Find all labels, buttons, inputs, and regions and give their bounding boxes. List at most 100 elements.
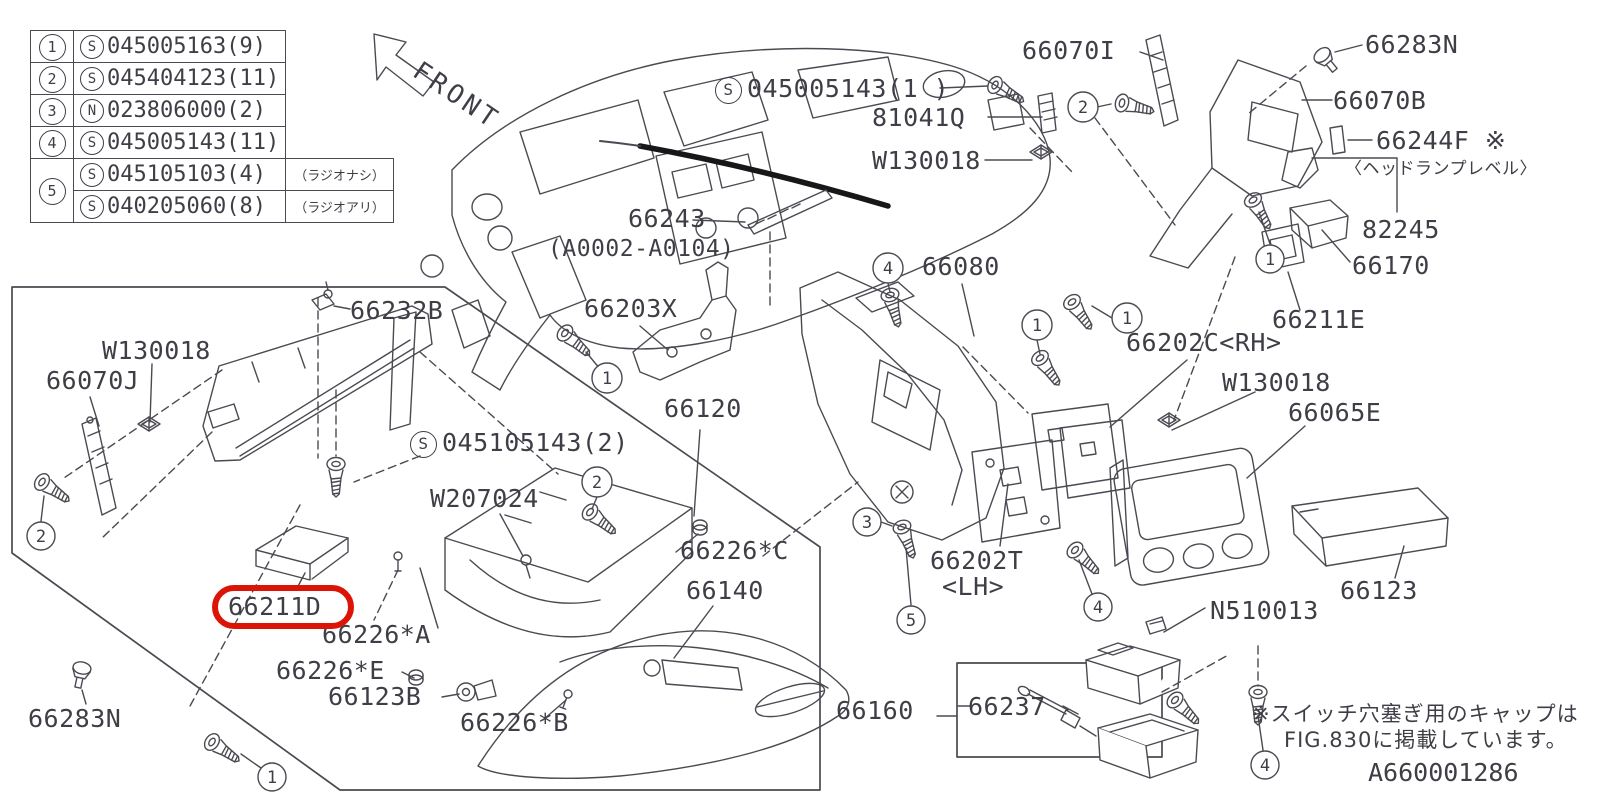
- s-prefix-badge: S: [715, 76, 742, 104]
- part-label-66070I: 66070I: [1022, 36, 1116, 65]
- part-label-66160: 66160: [836, 696, 914, 725]
- svg-text:2: 2: [1078, 98, 1088, 118]
- bezel-flange: [1109, 459, 1129, 567]
- part-label-66237: 66237: [968, 692, 1046, 721]
- part-label-66070B: 66070B: [1333, 86, 1427, 115]
- callouts: 2 4 1 2 1 1 1 3 5 4 4 1 2: [26, 91, 1285, 792]
- clip-W207024: [520, 554, 532, 579]
- bezel-66065E: [1113, 447, 1270, 586]
- front-arrow: [373, 33, 435, 97]
- svg-text:1: 1: [267, 768, 277, 788]
- svg-text:5: 5: [906, 611, 916, 631]
- callout-4a: 4: [872, 252, 904, 284]
- callout-2c: 2: [26, 521, 56, 551]
- part-label-81041Q: 81041Q: [872, 103, 966, 132]
- part-label-W130018-right: W130018: [1222, 368, 1331, 397]
- ashtray-assembly: [1017, 616, 1199, 779]
- figure-number: A660001286: [1368, 758, 1519, 787]
- part-label-66243-range: (A0002-A0104): [548, 236, 735, 262]
- box-66123: [1291, 487, 1449, 567]
- svg-text:4: 4: [883, 259, 893, 279]
- cowl-arc-tail: [599, 140, 641, 147]
- svg-text:1: 1: [1122, 309, 1132, 329]
- svg-text:1: 1: [1265, 250, 1275, 270]
- part-code: 045005143(11): [107, 130, 280, 155]
- row-number-badge: 5: [38, 177, 66, 205]
- callout-1a: 1: [591, 362, 623, 394]
- part-label-W130018-top: W130018: [872, 146, 981, 175]
- strip-66243: [747, 189, 833, 235]
- prefix-badge: S: [80, 35, 104, 59]
- callout-2b: 2: [581, 466, 613, 498]
- bracket-66202C: [1031, 403, 1131, 499]
- part-label-66080: 66080: [922, 252, 1000, 281]
- grommet-66283N-top: [1310, 43, 1343, 77]
- part-label-66202T-LH: <LH>: [942, 572, 1005, 601]
- callout-1c: 1: [1111, 302, 1143, 334]
- svg-text:1: 1: [602, 369, 612, 389]
- part-code: 045404123(11): [107, 66, 280, 91]
- grommet-66283N-bottom: [68, 659, 93, 691]
- radio-note: （ラジオナシ）: [285, 158, 394, 191]
- svg-text:3: 3: [862, 513, 872, 533]
- callout-4b: 4: [1083, 592, 1113, 622]
- row-number-badge: 4: [38, 129, 66, 157]
- part-label-66226E: 66226*E: [276, 656, 385, 685]
- part-label-82245: 82245: [1362, 215, 1440, 244]
- prefix-badge: S: [80, 67, 104, 91]
- callout-1b: 1: [1021, 309, 1053, 341]
- cowl-arc: [637, 143, 891, 209]
- part-code: 045105103(4): [107, 162, 266, 187]
- latch-assembly: [643, 659, 743, 691]
- part-label-66120: 66120: [664, 394, 742, 423]
- part-label-66243: 66243: [628, 204, 706, 233]
- subassembly-box: [11, 286, 821, 791]
- svg-text:4: 4: [1093, 598, 1103, 618]
- callout-3a: 3: [852, 507, 882, 537]
- stud-66226A: [393, 551, 403, 572]
- part-code: 040205060(8): [107, 194, 266, 219]
- upper-panel-66070B: [1145, 34, 1349, 271]
- prefix-badge: S: [80, 131, 104, 155]
- part-code: 045005163(9): [107, 34, 266, 59]
- part-label-66202T: 66202T: [930, 546, 1024, 575]
- svg-text:2: 2: [592, 473, 602, 493]
- part-label-66211E: 66211E: [1272, 305, 1366, 334]
- part-label-66226B: 66226*B: [460, 708, 569, 737]
- box-66160: [956, 662, 1163, 758]
- part-label-66203X: 66203X: [584, 294, 678, 323]
- part-label-66283N-topright: 66283N: [1365, 30, 1459, 59]
- rail-66203X: [632, 261, 737, 381]
- row-number-badge: 3: [38, 97, 66, 125]
- part-label-66211D-highlighted: 66211D: [228, 592, 322, 621]
- console-66080: [799, 271, 1005, 541]
- clip-W130018-left: [137, 416, 161, 432]
- prefix-badge: S: [80, 195, 104, 219]
- part-label-66226C: 66226*C: [680, 536, 789, 565]
- part-label-66065E: 66065E: [1288, 398, 1382, 427]
- s-prefix-badge: S: [410, 430, 437, 458]
- part-label-66170: 66170: [1352, 251, 1430, 280]
- part-label-66123B: 66123B: [328, 682, 422, 711]
- bracket-66202T: [971, 439, 1061, 543]
- callout-2a: 2: [1067, 91, 1099, 123]
- callout-4c: 4: [1250, 750, 1280, 780]
- part-label-66140: 66140: [686, 576, 764, 605]
- part-label-66123: 66123: [1340, 576, 1418, 605]
- part-label-66070J: 66070J: [46, 366, 140, 395]
- radio-note: （ラジオアリ）: [285, 190, 394, 223]
- part-label-W207024: W207024: [430, 484, 539, 513]
- clip-66226B: [558, 688, 574, 711]
- svg-text:2: 2: [36, 527, 46, 547]
- svg-text:4: 4: [1260, 756, 1270, 776]
- headlamp-level-note: 〈ヘッドランプレベル〉: [1345, 159, 1537, 179]
- dashboard-sketch: [420, 47, 1051, 391]
